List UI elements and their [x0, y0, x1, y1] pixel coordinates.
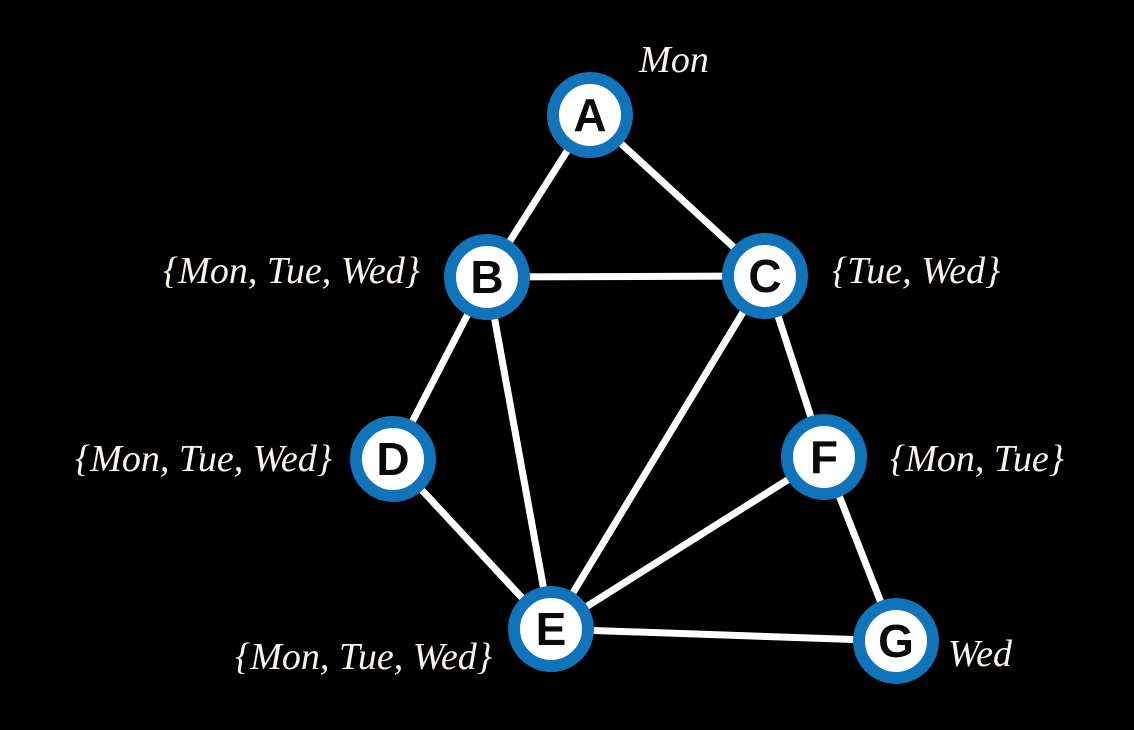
- edges-layer: [389, 111, 900, 645]
- edge-c-e: [547, 272, 769, 633]
- node-a-letter: A: [573, 89, 606, 141]
- edge-b-e: [483, 273, 555, 633]
- edge-b-c: [483, 272, 769, 281]
- node-b-letter: B: [470, 251, 503, 303]
- node-g: G: [853, 598, 939, 684]
- node-e-domain-label: {Mon, Tue, Wed}: [235, 636, 492, 678]
- node-b: B: [444, 234, 530, 320]
- node-e-letter: E: [536, 603, 567, 655]
- node-f-circle: [781, 414, 867, 500]
- node-d-letter: D: [376, 433, 409, 485]
- node-d: D: [350, 416, 436, 502]
- node-c-domain-label: {Tue, Wed}: [832, 250, 1000, 292]
- node-c-letter: C: [748, 250, 781, 302]
- node-c-circle: [722, 233, 808, 319]
- node-c: C: [722, 233, 808, 319]
- edge-e-g: [547, 625, 900, 645]
- node-a-domain-label: Mon: [638, 39, 709, 81]
- node-g-letter: G: [878, 615, 914, 667]
- labels-layer: Mon {Mon, Tue, Wed} {Tue, Wed} {Mon, Tue, W…: [75, 39, 1064, 678]
- node-d-circle: [350, 416, 436, 502]
- node-a-circle: [547, 72, 633, 158]
- node-e-circle: [508, 586, 594, 672]
- node-e: E: [508, 586, 594, 672]
- nodes-layer: A B C D E F G: [350, 72, 939, 684]
- node-f: F: [781, 414, 867, 500]
- node-g-circle: [853, 598, 939, 684]
- node-b-circle: [444, 234, 530, 320]
- node-f-letter: F: [810, 431, 838, 483]
- node-f-domain-label: {Mon, Tue}: [890, 438, 1064, 480]
- node-a: A: [547, 72, 633, 158]
- edge-e-f: [547, 453, 828, 633]
- node-b-domain-label: {Mon, Tue, Wed}: [163, 250, 420, 292]
- node-d-domain-label: {Mon, Tue, Wed}: [75, 438, 332, 480]
- node-g-domain-label: Wed: [948, 633, 1013, 675]
